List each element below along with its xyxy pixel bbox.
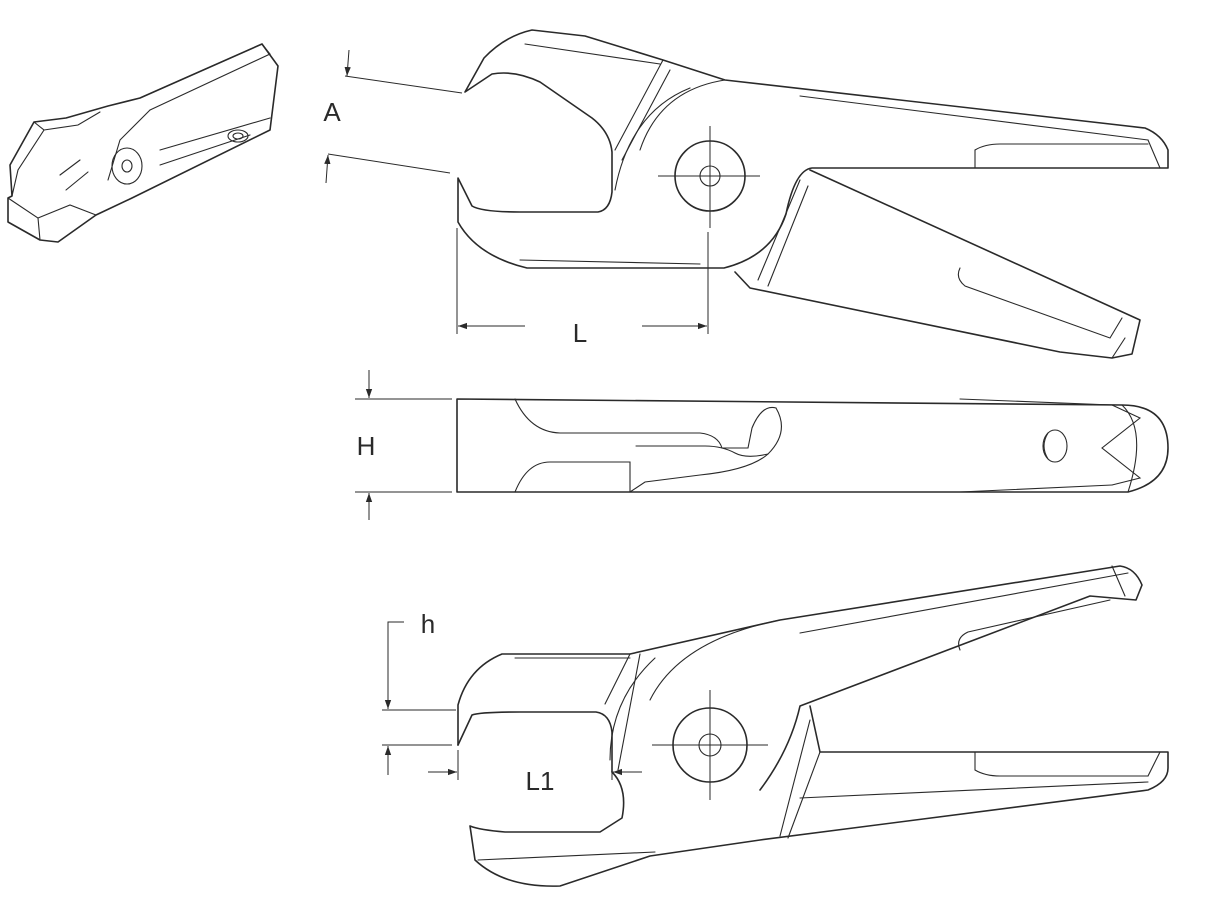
isometric-view [7,43,279,243]
dimension-label-a: A [323,97,341,127]
dimension-a: A [323,49,463,184]
dimension-label-l1: L1 [526,766,555,796]
dimension-l1: L1 [428,750,642,796]
dimension-label-h-upper: H [357,431,376,461]
dimension-label-l: L [573,318,587,348]
dimension-label-h-lower: h [421,609,435,639]
side-view-opened [457,565,1169,887]
side-view [457,29,1169,359]
dimension-h-small: h [382,609,456,775]
dimension-h: H [355,370,452,520]
dimension-l: L [456,228,709,348]
top-view [456,398,1169,493]
